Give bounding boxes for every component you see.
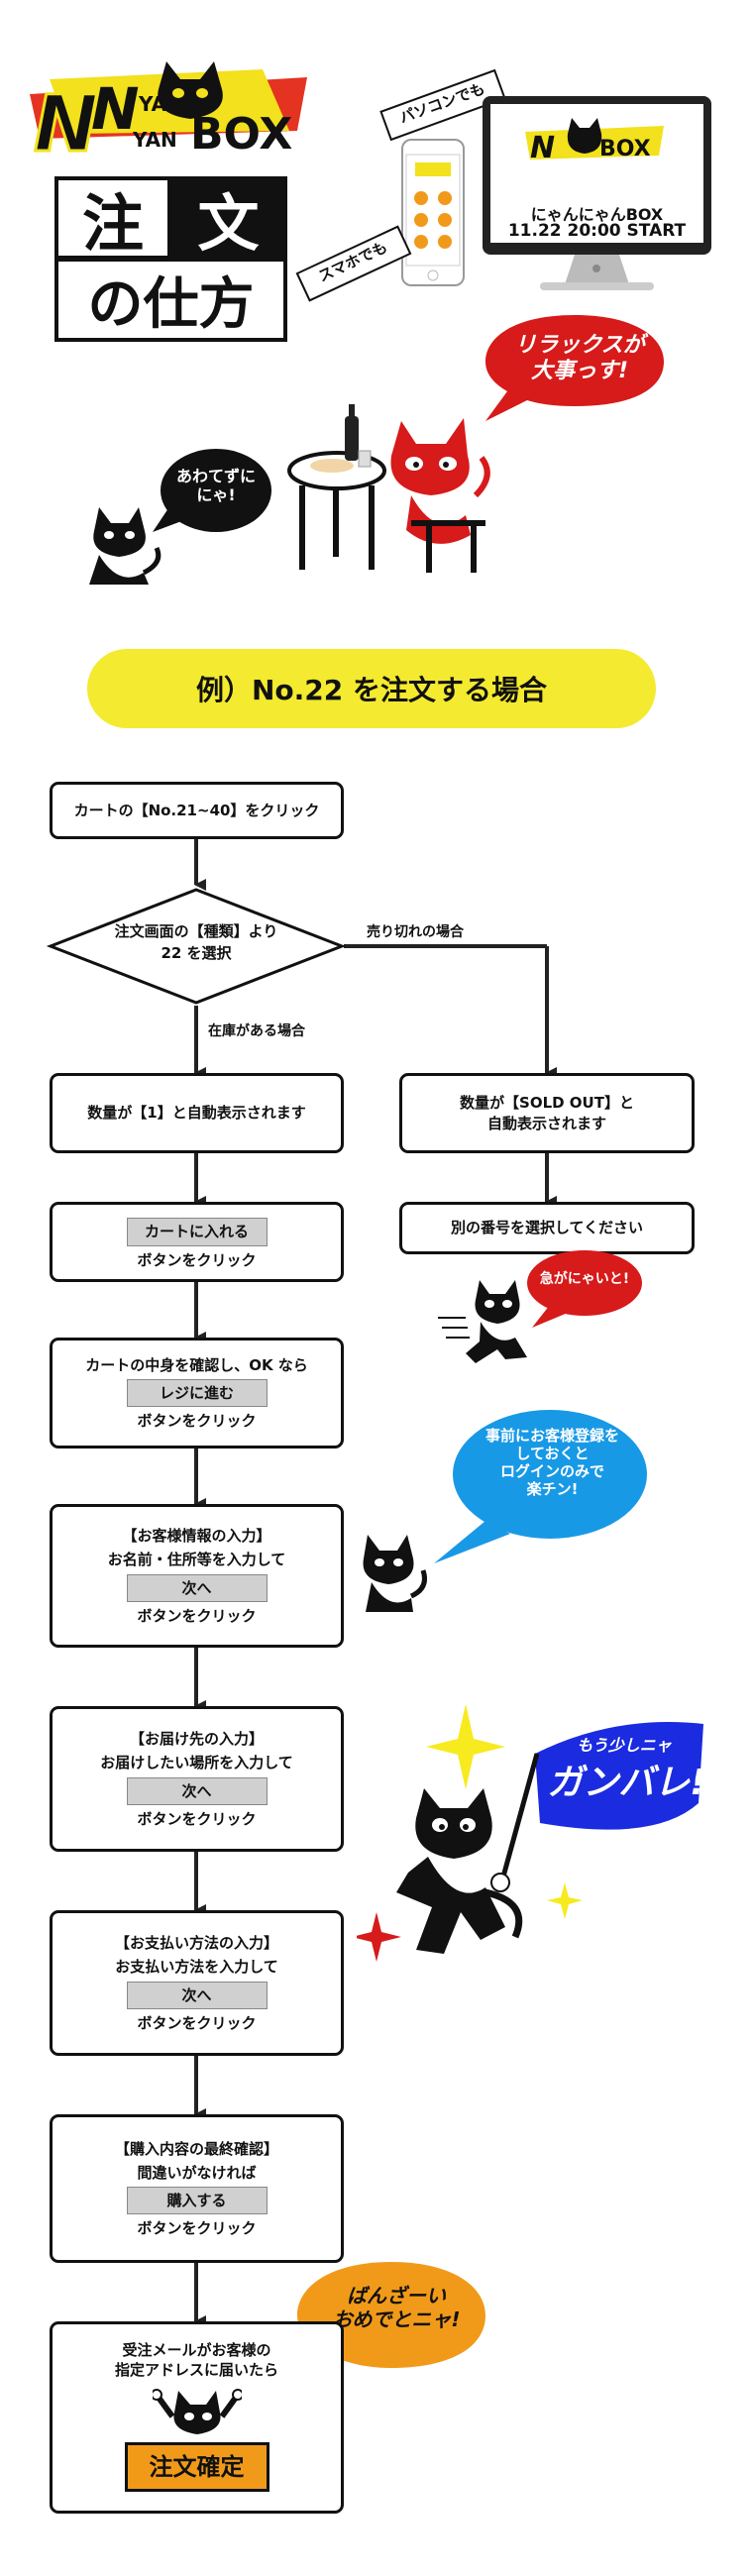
register-tip-bubble: 事前にお客様登録を しておくと ログインのみで 楽チン! [416,1407,654,1570]
logo-big-n: N [34,80,98,168]
confirm-instruction: 間違いがなければ [137,2163,257,2182]
add-to-cart-button[interactable]: カートに入れる [126,1218,268,1246]
customer-info-instruction: お名前・住所等を入力して [107,1551,286,1569]
svg-text:BOX: BOX [599,137,651,161]
step-cart-category-text: カートの【No.21~40】をクリック [73,801,320,819]
step-customer-info: 【お客様情報の入力】 お名前・住所等を入力して 次へ ボタンをクリック [50,1504,344,1648]
step-checkout: カートの中身を確認し、OK なら レジに進む ボタンをクリック [50,1338,344,1449]
customer-info-header: 【お客様情報の入力】 [122,1527,271,1545]
logo-yan-bottom: YAN [132,128,177,152]
step-final-confirm: 【購入内容の最終確認】 間違いがなければ 購入する ボタンをクリック [50,2114,344,2263]
confirm-header: 【購入内容の最終確認】 [114,2139,278,2158]
select-other-text: 別の番号を選択してください [450,1219,644,1237]
payment-instruction: お支払い方法を入力して [115,1958,278,1977]
flag-cat-scene: もう少しニャ ガンバレ! [357,1694,713,1982]
monitor-date: 11.22 20:00 START [507,221,687,241]
hurry-bubble: あわてずに にゃ! [149,441,272,540]
nyan-box-logo: N N YAN YAN BOX [30,59,307,168]
click-instruction: ボタンをクリック [137,1809,257,1828]
final-line-2: 指定アドレスに届いたら [114,2361,278,2380]
step-quantity-auto-text: 数量が【1】と自動表示されます [87,1104,306,1123]
phone-illustration [401,139,466,287]
delivery-info-instruction: お届けしたい場所を入力して [100,1754,293,1772]
title-line-2: の仕方 [54,258,287,342]
purchase-button[interactable]: 購入する [126,2187,268,2215]
step-order-confirmed: 受注メールがお客様の 指定アドレスに届いたら 注文確定 [50,2321,344,2514]
step-delivery-info: 【お届け先の入力】 お届けしたい場所を入力して 次へ ボタンをクリック [50,1706,344,1852]
step-select-other: 別の番号を選択してください [399,1202,695,1254]
step-add-to-cart: カートに入れる ボタンをクリック [50,1202,344,1282]
instock-branch-label: 在庫がある場合 [208,1023,305,1039]
decision-text: 注文画面の【種類】より 22 を選択 [51,921,342,965]
hurry-red-bubble: 急がにゃいと! [520,1243,644,1333]
banzai-bubble: ばんざーい おめでとニャ! [287,2254,495,2388]
step-soldout-display: 数量が【SOLD OUT】と 自動表示されます [399,1073,695,1153]
payment-header: 【お支払い方法の入力】 [114,1934,278,1952]
step-cart-category: カートの【No.21~40】をクリック [50,782,344,839]
delivery-info-header: 【お届け先の入力】 [129,1730,264,1748]
soldout-line-1: 数量が【SOLD OUT】と [460,1094,634,1113]
checkout-check-text: カートの中身を確認し、OK なら [85,1355,308,1374]
click-instruction: ボタンをクリック [137,1412,257,1431]
monitor-illustration: N BOX にゃんにゃんBOX 11.22 20:00 START [481,94,713,292]
relax-bubble: リラックスが 大事っす! [476,307,674,426]
decision-line-1: 注文画面の【種類】より [114,922,278,940]
sitting-cat-icon [79,503,163,588]
monitor-title: にゃんにゃんBOX [530,205,664,224]
decision-line-2: 22 を選択 [161,943,232,962]
logo-box: BOX [190,109,292,160]
running-cat-icon [436,1278,535,1367]
step-quantity-auto: 数量が【1】と自動表示されます [50,1073,344,1153]
title-char-2: 文 [169,176,287,260]
svg-text:N: N [530,131,555,165]
click-instruction: ボタンをクリック [137,1606,257,1625]
click-instruction: ボタンをクリック [137,2013,257,2032]
order-confirmed-badge: 注文確定 [124,2441,269,2492]
final-line-1: 受注メールがお客様の [122,2341,271,2359]
waving-cat-icon [352,1531,431,1615]
logo-cat-icon [158,61,223,119]
step-payment-method: 【お支払い方法の入力】 お支払い方法を入力して 次へ ボタンをクリック [50,1910,344,2056]
cheering-cat-icon [152,2387,242,2436]
soldout-branch-label: 売り切れの場合 [367,924,464,940]
title-char-1: 注 [54,176,171,260]
checkout-button[interactable]: レジに進む [126,1378,268,1408]
relaxing-cat-scene [287,396,495,575]
phone-label: スマホでも [295,225,412,302]
click-instruction: ボタンをクリック [137,2219,257,2238]
next-button[interactable]: 次へ [126,1573,268,1602]
soldout-line-2: 自動表示されます [486,1114,606,1132]
next-button[interactable]: 次へ [126,1776,268,1805]
next-button[interactable]: 次へ [126,1981,268,2009]
page-title: 注 文 の仕方 [54,176,287,342]
example-banner: 例）No.22 を注文する場合 [87,649,656,728]
click-instruction: ボタンをクリック [137,1250,257,1269]
logo-small-n: N [91,75,140,143]
